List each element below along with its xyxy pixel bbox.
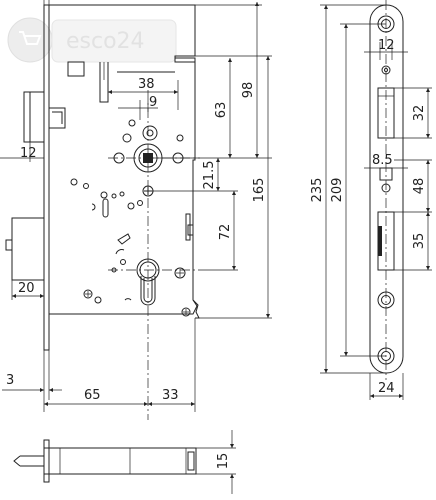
dim-35-label: 35 [412,233,427,250]
body-details [70,178,194,317]
cart-icon [7,17,53,63]
watermark-text: esco24 [66,29,145,54]
dim-235-label: 235 [310,178,325,203]
faceplate-latch-opening [377,87,395,139]
dim-65-label: 65 [84,388,101,403]
dim-63-label: 63 [214,102,229,119]
dim-209-label: 209 [330,178,345,203]
dim-21-5-label: 21.5 [202,161,217,190]
dim-72-label: 72 [218,224,233,241]
faceplate-outline [369,4,404,374]
lock-body-view: 38 9 98 63 21.5 72 165 12 20 3 [0,0,272,420]
dim-24-label: 24 [378,381,395,396]
dim-12-top-label: 12 [378,38,395,53]
dim-48-label: 48 [412,178,427,195]
dim-32-label: 32 [412,105,427,122]
dim-3-label: 3 [6,373,14,388]
watermark: esco24 [7,17,177,63]
dim-8-5-label: 8.5 [372,153,393,168]
dead-bolt [11,217,45,281]
dim-12-left-label: 12 [20,146,37,161]
follower-tab [67,61,85,77]
dim-9-label: 9 [149,95,157,110]
dim-98-label: 98 [241,82,256,99]
follower-hub [113,119,184,173]
cylinder-hole [136,258,186,306]
latch-bolt [23,91,45,143]
dim-20-label: 20 [18,281,35,296]
dim-165-label: 165 [252,178,267,203]
dim-38-label: 38 [138,77,155,92]
faceplate-view: 12 235 209 32 8.5 48 35 24 [310,0,432,400]
bottom-view: 15 [13,430,236,494]
forend-plate [43,4,50,351]
dim-15-label: 15 [216,453,231,470]
dim-33-label: 33 [162,388,179,403]
lock-case [49,4,198,315]
